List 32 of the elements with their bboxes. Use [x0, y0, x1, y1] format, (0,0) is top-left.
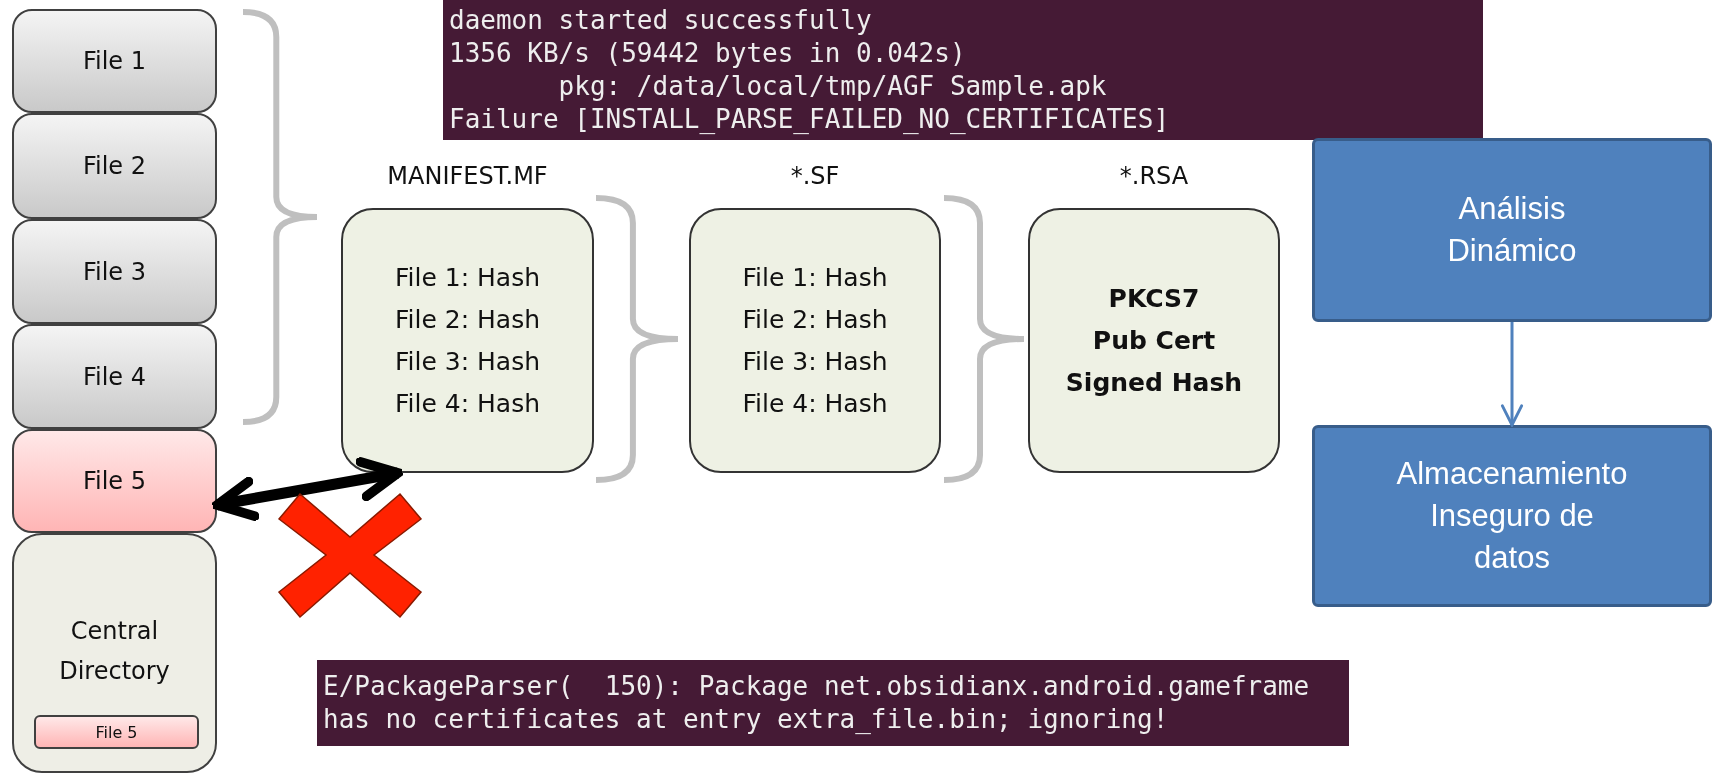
- terminal-line: pkg: /data/local/tmp/AGF Sample.apk: [557, 70, 1108, 103]
- file-heading: *.SF: [789, 162, 841, 190]
- terminal-line: 1356 KB/s (59442 bytes in 0.042s): [449, 37, 967, 70]
- file-heading: *.RSA: [1118, 162, 1190, 190]
- terminal-line: E/PackageParser( 150): Package net.obsidianx.android.gameframe: [323, 670, 1311, 703]
- arrow: [1500, 322, 1524, 427]
- file-entry: File 2: [12, 113, 217, 219]
- process-box: Análisis Dinámico: [1312, 138, 1712, 322]
- hash-entry: Signed Hash: [1065, 366, 1243, 399]
- file-entry: File 4: [12, 324, 217, 429]
- hash-entry: File 4: Hash: [394, 387, 540, 420]
- hash-entry: File 3: Hash: [742, 345, 888, 378]
- hash-entry: Pub Cert: [1092, 324, 1216, 357]
- hash-entry: PKCS7: [1108, 282, 1200, 315]
- hash-entry: File 3: Hash: [394, 345, 540, 378]
- terminal-line: has no certificates at entry extra_file.bin; ignoring!: [323, 703, 1170, 736]
- process-box: Almacenamiento Inseguro de datos: [1312, 425, 1712, 607]
- file-entry: File 3: [12, 219, 217, 324]
- file-entry: File 1: [12, 9, 217, 113]
- file-heading: MANIFEST.MF: [386, 162, 549, 190]
- file-entry: File 5: [34, 715, 199, 749]
- hash-entry: File 1: Hash: [394, 261, 540, 294]
- hash-entry: File 4: Hash: [742, 387, 888, 420]
- hash-entry: File 1: Hash: [742, 261, 888, 294]
- directory-label: Central Directory: [58, 616, 171, 687]
- terminal-line: daemon started successfully: [449, 4, 873, 37]
- hash-entry: File 2: Hash: [742, 303, 888, 336]
- arrow: [212, 456, 403, 522]
- terminal-line: Failure [INSTALL_PARSE_FAILED_NO_CERTIFICATES]: [449, 103, 1171, 136]
- file-entry: File 5: [12, 429, 217, 533]
- directory-box: [12, 533, 217, 773]
- hash-entry: File 2: Hash: [394, 303, 540, 336]
